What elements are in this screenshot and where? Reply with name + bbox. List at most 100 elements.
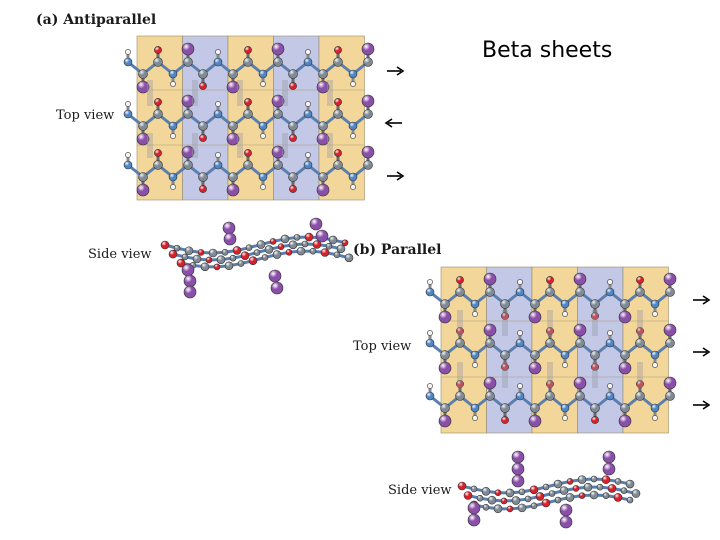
side-view-atom bbox=[208, 248, 218, 258]
side-view-atom bbox=[494, 489, 502, 497]
nitrogen-atom bbox=[560, 299, 570, 309]
alpha-carbon-atom bbox=[228, 121, 238, 131]
carbonyl-carbon-atom bbox=[243, 160, 253, 170]
strand-direction-right-arrow bbox=[693, 400, 711, 410]
polypeptide-strand bbox=[123, 94, 375, 146]
side-chain-atom bbox=[573, 323, 587, 337]
alpha-carbon-atom bbox=[138, 121, 148, 131]
hydrogen-atom bbox=[305, 49, 311, 55]
side-chain-atom bbox=[309, 217, 323, 231]
nitrogen-atom bbox=[168, 172, 178, 182]
side-chain-atom bbox=[315, 229, 329, 243]
nitrogen-atom bbox=[425, 338, 435, 348]
side-view-atom bbox=[336, 244, 346, 254]
carbonyl-carbon-atom bbox=[545, 391, 555, 401]
side-chain-atom bbox=[136, 132, 150, 146]
side-view-atom bbox=[493, 504, 503, 514]
side-view-atom bbox=[205, 256, 213, 264]
polypeptide-strand bbox=[425, 376, 677, 428]
side-view-atom bbox=[548, 490, 556, 497]
nitrogen-atom bbox=[515, 287, 525, 297]
nitrogen-atom bbox=[348, 121, 358, 131]
side-chain-atom bbox=[602, 462, 616, 476]
side-view-atom bbox=[325, 242, 333, 250]
side-view-atom bbox=[578, 492, 586, 499]
side-view-atom bbox=[197, 249, 205, 256]
side-view-atom bbox=[620, 487, 628, 494]
nitrogen-atom bbox=[213, 160, 223, 170]
side-chain-atom bbox=[268, 269, 282, 283]
alpha-carbon-atom bbox=[138, 172, 148, 182]
side-view-atom bbox=[577, 475, 587, 484]
alpha-carbon-atom bbox=[440, 403, 450, 413]
alpha-carbon-atom bbox=[318, 172, 328, 182]
oxygen-atom bbox=[456, 276, 464, 284]
side-view-atom bbox=[232, 246, 242, 255]
carbonyl-carbon-atom bbox=[288, 172, 298, 182]
side-chain-atom bbox=[361, 145, 375, 159]
hydrogen-atom bbox=[350, 81, 356, 87]
carbonyl-carbon-atom bbox=[635, 287, 645, 297]
hydrogen-atom bbox=[607, 330, 613, 336]
strand-direction-right-arrow bbox=[693, 347, 711, 357]
nitrogen-atom bbox=[168, 69, 178, 79]
side-chain-atom bbox=[467, 513, 481, 527]
polypeptide-strand bbox=[425, 272, 677, 324]
hydrogen-bond-ticks bbox=[457, 362, 643, 388]
side-chain-atom bbox=[361, 42, 375, 56]
oxygen-atom bbox=[244, 98, 252, 106]
side-view-atom bbox=[224, 261, 234, 271]
side-view-atom bbox=[476, 494, 484, 502]
polypeptide-strand bbox=[425, 323, 677, 375]
side-view-atom bbox=[626, 496, 634, 504]
oxygen-atom bbox=[546, 276, 554, 284]
carbonyl-carbon-atom bbox=[243, 57, 253, 67]
hydrogen-atom bbox=[562, 362, 568, 368]
alpha-carbon-atom bbox=[363, 160, 373, 170]
side-chain-atom bbox=[183, 285, 197, 299]
carbonyl-carbon-atom bbox=[333, 109, 343, 119]
carbonyl-carbon-atom bbox=[590, 299, 600, 309]
arrow-head bbox=[384, 118, 393, 128]
nitrogen-atom bbox=[650, 299, 660, 309]
alpha-carbon-atom bbox=[485, 338, 495, 348]
hydrogen-atom bbox=[427, 330, 433, 336]
alpha-carbon-atom bbox=[138, 69, 148, 79]
side-view-atom bbox=[518, 488, 526, 496]
side-chain-atom bbox=[271, 145, 285, 159]
side-view-atom bbox=[264, 245, 274, 254]
side-chain-atom bbox=[136, 183, 150, 197]
hydrogen-atom bbox=[427, 383, 433, 389]
side-chain-atom bbox=[528, 310, 542, 324]
side-view-atom bbox=[333, 251, 341, 259]
alpha-carbon-atom bbox=[183, 57, 193, 67]
nitrogen-atom bbox=[123, 160, 133, 170]
side-view-atom bbox=[542, 483, 550, 491]
side-chain-atom bbox=[559, 503, 573, 517]
oxygen-atom bbox=[591, 416, 599, 424]
side-view-atom bbox=[312, 240, 322, 249]
side-view-atom bbox=[590, 475, 598, 483]
side-view-atom bbox=[240, 251, 250, 260]
nitrogen-atom bbox=[425, 287, 435, 297]
oxygen-atom bbox=[199, 134, 207, 142]
side-chain-atom bbox=[511, 462, 525, 476]
hydrogen-atom bbox=[607, 279, 613, 285]
side-view-atom bbox=[607, 484, 617, 493]
side-view-atom bbox=[601, 475, 611, 484]
side-view-atom bbox=[192, 254, 202, 264]
strand-direction-left-arrow bbox=[384, 118, 402, 128]
arrow-head bbox=[702, 295, 711, 305]
side-chain-atom bbox=[618, 310, 632, 324]
side-chain-atom bbox=[663, 272, 677, 286]
nitrogen-atom bbox=[650, 350, 660, 360]
nitrogen-atom bbox=[303, 160, 313, 170]
alpha-carbon-atom bbox=[273, 57, 283, 67]
side-chain-atom bbox=[270, 281, 284, 295]
nitrogen-atom bbox=[348, 172, 358, 182]
nitrogen-atom bbox=[213, 109, 223, 119]
hydrogen-atom bbox=[260, 81, 266, 87]
pleated-sheet bbox=[425, 266, 677, 434]
hydrogen-atom bbox=[517, 279, 523, 285]
